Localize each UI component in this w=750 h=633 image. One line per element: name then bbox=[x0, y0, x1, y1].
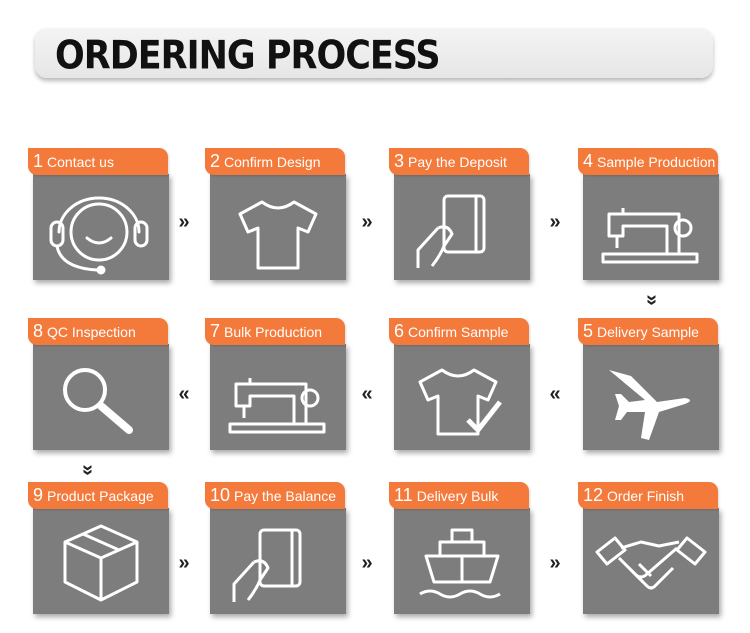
arrow-right-5: » bbox=[361, 552, 373, 574]
ship-icon bbox=[419, 528, 501, 599]
page-title: ORDERING PROCESS bbox=[55, 34, 441, 79]
step-card-12 bbox=[583, 508, 719, 614]
step-card-1 bbox=[33, 174, 169, 280]
arrow-right-6: » bbox=[549, 552, 561, 574]
tshirt-icon bbox=[238, 200, 318, 270]
step-card-7 bbox=[210, 344, 346, 450]
arrow-right-1: » bbox=[178, 211, 190, 233]
step-card-4 bbox=[583, 174, 719, 280]
title-bar: ORDERING PROCESS bbox=[35, 28, 713, 79]
arrow-down-2: » bbox=[77, 464, 99, 476]
step-card-5 bbox=[583, 344, 719, 450]
arrow-left-1: « bbox=[178, 383, 190, 405]
arrow-right-3: » bbox=[549, 211, 561, 233]
box-icon bbox=[63, 524, 139, 602]
airplane-icon bbox=[609, 370, 690, 440]
step-card-11 bbox=[394, 508, 530, 614]
arrow-right-4: » bbox=[178, 552, 190, 574]
arrow-left-3: « bbox=[549, 383, 561, 405]
step-card-9 bbox=[33, 508, 169, 614]
step-card-6 bbox=[394, 344, 530, 450]
card-payment-icon bbox=[416, 194, 486, 268]
arrow-left-2: « bbox=[361, 383, 373, 405]
step-card-10 bbox=[210, 508, 346, 614]
step-card-2 bbox=[210, 174, 346, 280]
magnifier-icon bbox=[63, 368, 133, 434]
step-card-3 bbox=[394, 174, 530, 280]
card-payment-icon bbox=[232, 528, 302, 602]
step-card-8 bbox=[33, 344, 169, 450]
arrow-right-2: » bbox=[361, 211, 373, 233]
tshirt-check-icon bbox=[418, 368, 502, 436]
sewing-machine-icon bbox=[601, 208, 699, 264]
headset-icon bbox=[49, 196, 149, 275]
sewing-machine-icon bbox=[228, 378, 326, 434]
arrow-down-1: » bbox=[641, 294, 663, 306]
handshake-icon bbox=[595, 536, 707, 590]
